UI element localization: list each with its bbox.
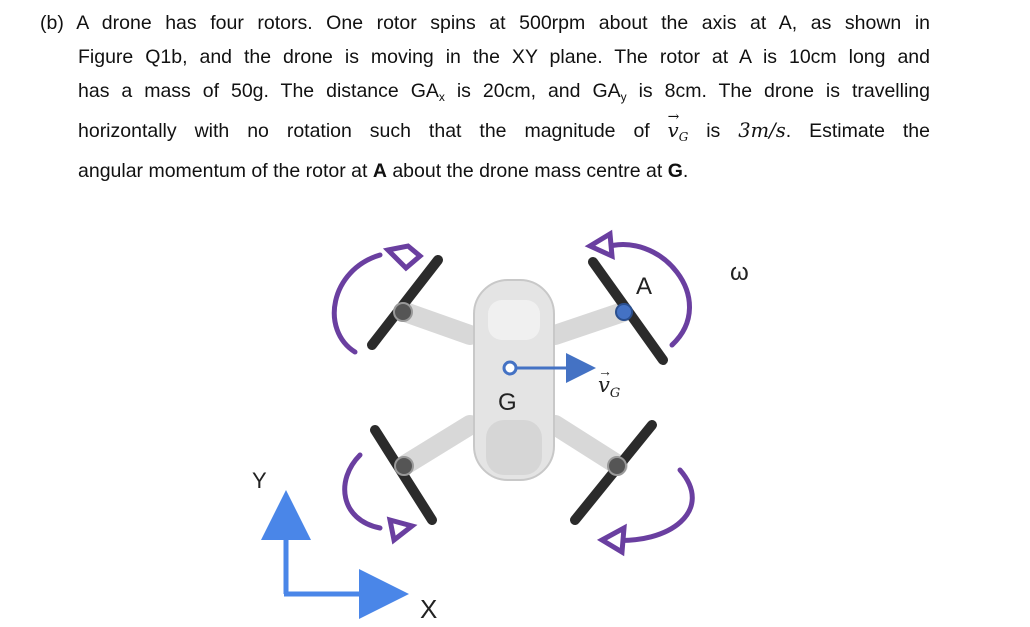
- rotation-arc-bottom-right: [607, 467, 695, 543]
- question-text: (b) A drone has four rotors. One rotor s…: [40, 6, 930, 188]
- question-line-1: (b) A drone has four rotors. One rotor s…: [40, 12, 930, 34]
- rotation-arc-top-left: [331, 252, 383, 355]
- label-vg-arrow: →: [598, 363, 612, 379]
- rotation-arcs: [331, 229, 695, 557]
- axes: Y X: [252, 468, 437, 624]
- propeller-bottom-left: [370, 425, 437, 525]
- label-G: G: [498, 389, 517, 416]
- mass-centre-marker: [502, 360, 518, 376]
- drone-arms: [395, 302, 633, 475]
- axis-label-X: X: [420, 594, 437, 624]
- rotation-arc-bottom-left: [342, 452, 383, 531]
- label-omega: ω: [730, 259, 749, 286]
- propeller-top-right: [588, 257, 668, 365]
- drone-body: [473, 279, 555, 481]
- label-A: A: [636, 273, 652, 300]
- velocity-symbol: vG: [668, 100, 689, 154]
- question-line-4: horizontally with no rotation such that …: [40, 100, 930, 154]
- question-line-3: has a mass of 50g. The distance GAx is 2…: [78, 80, 930, 104]
- rotation-arc-top-right: [600, 242, 692, 348]
- axis-label-Y: Y: [252, 468, 267, 493]
- question-line-5: angular momentum of the rotor at A about…: [78, 160, 689, 182]
- propeller-top-left: [367, 255, 443, 350]
- propeller-bottom-right: [570, 420, 657, 525]
- question-line-2: Figure Q1b, and the drone is moving in t…: [78, 46, 930, 68]
- label-vg: vG: [598, 373, 620, 401]
